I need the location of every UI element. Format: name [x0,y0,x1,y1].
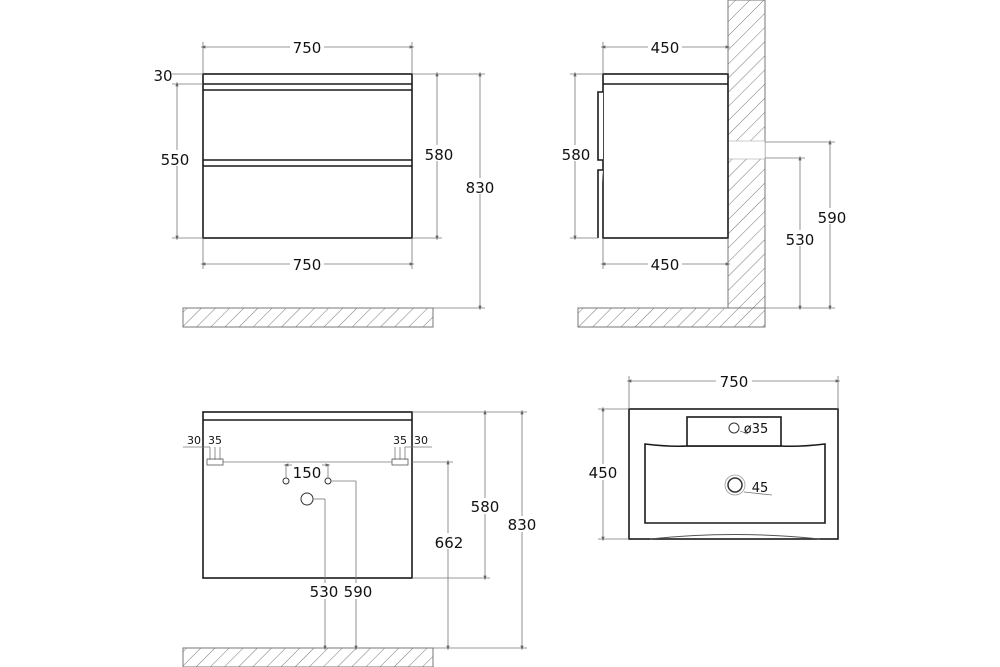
dim-drain: 45 [752,481,769,496]
dim-width: 750 [720,373,749,391]
tap-hole [728,422,740,434]
front-view: 750 30 550 580 830 750 [153,38,497,328]
dim-top-thickness: 30 [153,67,172,85]
side-view: 450 580 590 530 450 [560,0,849,328]
floor-hatch [182,647,434,667]
cabinet-body [602,73,729,239]
floor-hatch [182,307,434,328]
dim-supply-height: 590 [344,583,373,601]
dim-body-height: 580 [471,498,500,516]
drain-pipe [300,492,314,506]
dim-drain-height: 530 [310,583,339,601]
drawer-handles [597,91,603,238]
dim-width-bottom: 750 [293,256,322,274]
dim-drawer-height: 550 [161,151,190,169]
dim-total-height: 830 [466,179,495,197]
dim-width-top: 750 [293,39,322,57]
dim-depth-bottom: 450 [651,256,680,274]
dim-total-height: 830 [508,516,537,534]
floor-hatch [577,307,766,328]
cabinet-body [202,73,413,239]
dim-pipe-lower: 530 [786,231,815,249]
dim-body-height: 580 [425,146,454,164]
top-view: 750 450 ø35 45 [587,372,841,542]
pipes [727,140,766,160]
dim-right-offset: 30 [414,434,428,447]
supply-pipe-left [282,477,290,485]
dim-tap-hole: ø35 [744,422,769,437]
dim-pipe-upper: 590 [818,209,847,227]
back-view: 30 35 35 30 150 530 590 662 580 830 [182,409,539,667]
drain-hole [727,477,743,493]
dim-depth-top: 450 [651,39,680,57]
dim-right-bracket: 35 [393,434,407,447]
dim-left-offset: 30 [187,434,201,447]
dim-body-height: 580 [562,146,591,164]
dim-depth: 450 [589,464,618,482]
dim-pipe-spacing: 150 [293,464,322,482]
supply-pipe-right [324,477,332,485]
dim-bracket-height: 662 [435,534,464,552]
dim-left-bracket: 35 [208,434,222,447]
